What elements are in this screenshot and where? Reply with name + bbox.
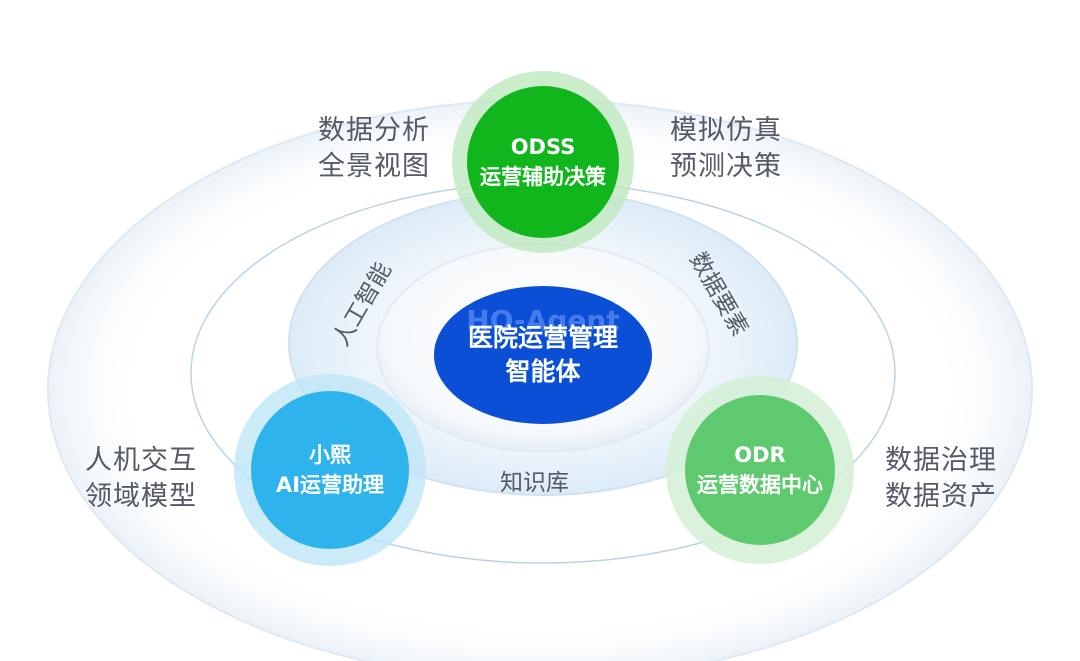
center-ellipse xyxy=(434,286,652,424)
left-top-label-line2: 全景视图 xyxy=(318,151,430,182)
left-top-label-line1: 数据分析 xyxy=(318,115,430,146)
center-watermark: HQ-Agent xyxy=(466,304,620,337)
left-node-circle xyxy=(251,391,409,549)
top-node-title: ODSS xyxy=(510,135,576,159)
left-bottom-label: 人机交互 领域模型 xyxy=(85,443,197,515)
left-node: 小熙 AI运营助理 xyxy=(251,391,409,549)
left-top-label: 数据分析 全景视图 xyxy=(318,113,430,185)
right-bottom-label-line2: 数据资产 xyxy=(885,481,997,512)
right-node-title: ODR xyxy=(734,443,786,467)
right-top-label-line1: 模拟仿真 xyxy=(670,115,782,146)
top-node: ODSS 运营辅助决策 xyxy=(467,86,619,238)
left-node-title: 小熙 xyxy=(309,443,351,467)
center-title: 医院运营管理 xyxy=(467,323,618,352)
left-node-subtitle: AI运营助理 xyxy=(275,473,385,497)
center-subtitle: 智能体 xyxy=(505,357,581,386)
top-node-circle xyxy=(467,86,619,238)
left-bottom-label-line2: 领域模型 xyxy=(85,481,197,512)
right-top-label: 模拟仿真 预测决策 xyxy=(670,113,782,185)
right-bottom-label-line1: 数据治理 xyxy=(885,445,997,476)
center-node: HQ-Agent 医院运营管理 智能体 xyxy=(434,286,652,424)
right-bottom-label: 数据治理 数据资产 xyxy=(885,443,997,515)
right-node-subtitle: 运营数据中心 xyxy=(697,473,823,497)
right-node-circle xyxy=(685,395,835,545)
left-bottom-label-line1: 人机交互 xyxy=(85,445,197,476)
right-top-label-line2: 预测决策 xyxy=(670,151,782,182)
right-node: ODR 运营数据中心 xyxy=(685,395,835,545)
top-node-subtitle: 运营辅助决策 xyxy=(480,165,606,189)
ring-label-bottom: 知识库 xyxy=(500,470,569,496)
